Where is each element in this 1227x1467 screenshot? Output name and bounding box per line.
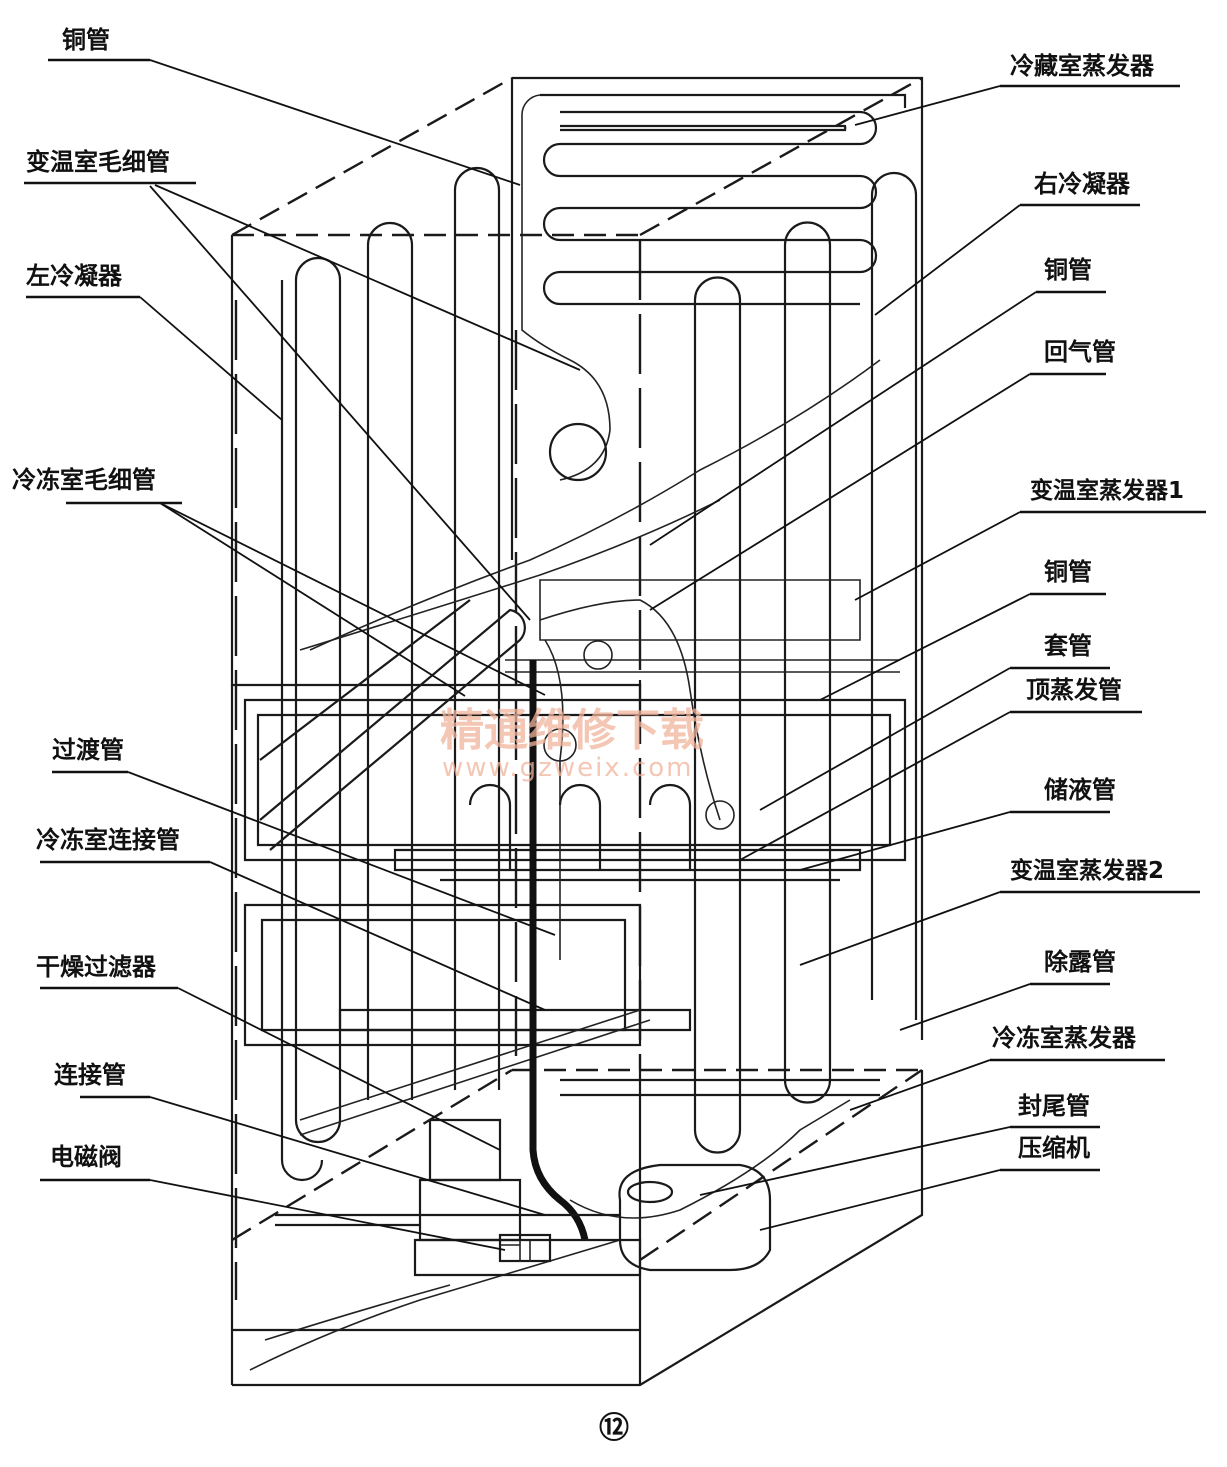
label-solenoid-valve: 电磁阀 (50, 1143, 122, 1171)
label-sleeve-pipe: 套管 (1044, 632, 1092, 660)
right-condenser-coil (693, 171, 918, 1154)
watermark-text: 精通维修下载 (440, 705, 704, 756)
refrigerating-evaporator-coil (521, 93, 907, 482)
watermark: 精通维修下载 www.gzweix.com (440, 705, 704, 783)
label-copper-pipe-right-1: 铜管 (1044, 256, 1092, 284)
label-copper-pipe-right-2: 铜管 (1044, 558, 1092, 586)
label-drying-filter: 干燥过滤器 (36, 953, 157, 981)
compressor-assembly (275, 1118, 772, 1277)
label-variable-temp-evaporator-2: 变温室蒸发器2 (1010, 857, 1164, 884)
solenoid-valve-body (498, 1233, 552, 1263)
label-refrigerating-evaporator: 冷藏室蒸发器 (1010, 52, 1155, 80)
label-freezer-connecting-pipe: 冷冻室连接管 (36, 826, 180, 854)
label-tail-seal-pipe: 封尾管 (1018, 1092, 1090, 1120)
capillary-and-return-lines (249, 359, 881, 1371)
label-top-evaporator-pipe: 顶蒸发管 (1026, 676, 1122, 704)
label-dew-removal-pipe: 除露管 (1044, 948, 1116, 976)
label-freezer-evaporator: 冷冻室蒸发器 (992, 1024, 1137, 1052)
left-labels: 铜管 变温室毛细管 左冷凝器 冷冻室毛细管 过渡管 冷冻室连接管 干燥过滤器 连… (12, 26, 581, 1251)
label-liquid-storage-pipe: 储液管 (1044, 776, 1116, 804)
right-labels: 冷藏室蒸发器 右冷凝器 铜管 回气管 变温室蒸发器1 铜管 套管 顶蒸发管 储液… (649, 52, 1206, 1231)
label-left-condenser: 左冷凝器 (26, 262, 123, 290)
label-variable-temp-capillary: 变温室毛细管 (26, 148, 170, 176)
central-connecting-pipe (529, 660, 589, 1241)
left-condenser-coil (280, 166, 501, 1182)
variable-temp-evaporator-coils (243, 579, 907, 1097)
label-transition-pipe: 过渡管 (52, 736, 124, 764)
label-connecting-pipe: 连接管 (54, 1061, 126, 1089)
figure-number: ⑫ (599, 1411, 629, 1446)
watermark-url: www.gzweix.com (442, 753, 694, 783)
label-freezer-capillary: 冷冻室毛细管 (12, 466, 156, 494)
label-variable-temp-evaporator-1: 变温室蒸发器1 (1030, 477, 1184, 504)
label-compressor: 压缩机 (1018, 1134, 1090, 1162)
label-return-air-pipe: 回气管 (1044, 338, 1116, 366)
label-right-condenser: 右冷凝器 (1034, 170, 1131, 198)
label-copper-pipe-top: 铜管 (62, 26, 110, 54)
